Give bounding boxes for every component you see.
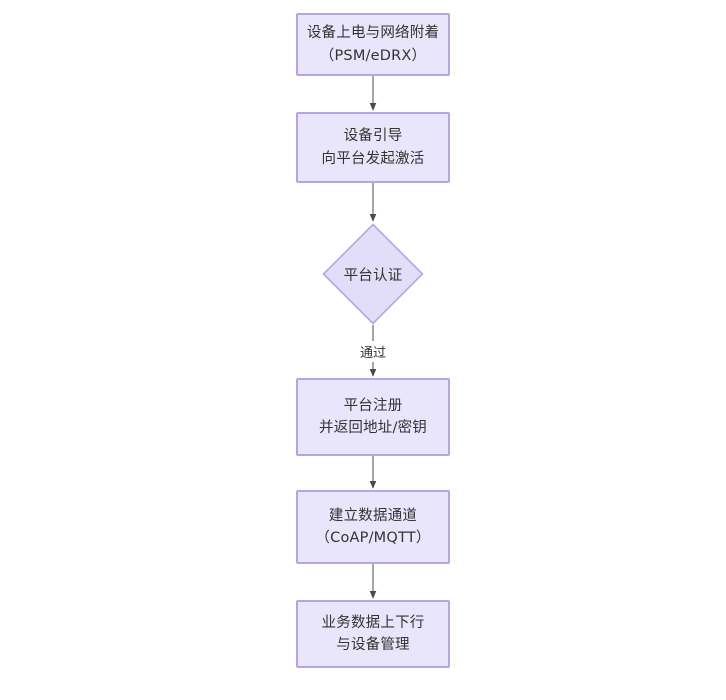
node-label-device-bootstrap: 设备引导 向平台发起激活 bbox=[321, 128, 425, 167]
node-label-business-data-and-device-management: 业务数据上下行 与设备管理 bbox=[321, 614, 425, 653]
node-business-data-and-device-management[interactable]: 业务数据上下行 与设备管理 bbox=[296, 600, 450, 668]
node-label-platform-authentication: 平台认证 bbox=[343, 267, 403, 284]
edge-label-pass-text: 通过 bbox=[359, 346, 387, 361]
node-label-establish-data-channel: 建立数据通道 （CoAP/MQTT） bbox=[315, 507, 431, 546]
node-device-bootstrap[interactable]: 设备引导 向平台发起激活 bbox=[296, 112, 450, 183]
node-device-power-on[interactable]: 设备上电与网络附着 （PSM/eDRX） bbox=[296, 13, 450, 76]
node-platform-authentication[interactable]: 平台认证 bbox=[322, 223, 424, 325]
node-label-platform-registration: 平台注册 并返回地址/密钥 bbox=[319, 397, 427, 436]
diamond-shape-icon bbox=[322, 223, 424, 325]
node-label-device-power-on: 设备上电与网络附着 （PSM/eDRX） bbox=[306, 25, 440, 64]
edge-label-pass: 通过 bbox=[356, 341, 390, 362]
node-platform-registration[interactable]: 平台注册 并返回地址/密钥 bbox=[296, 378, 450, 456]
node-establish-data-channel[interactable]: 建立数据通道 （CoAP/MQTT） bbox=[296, 490, 450, 564]
